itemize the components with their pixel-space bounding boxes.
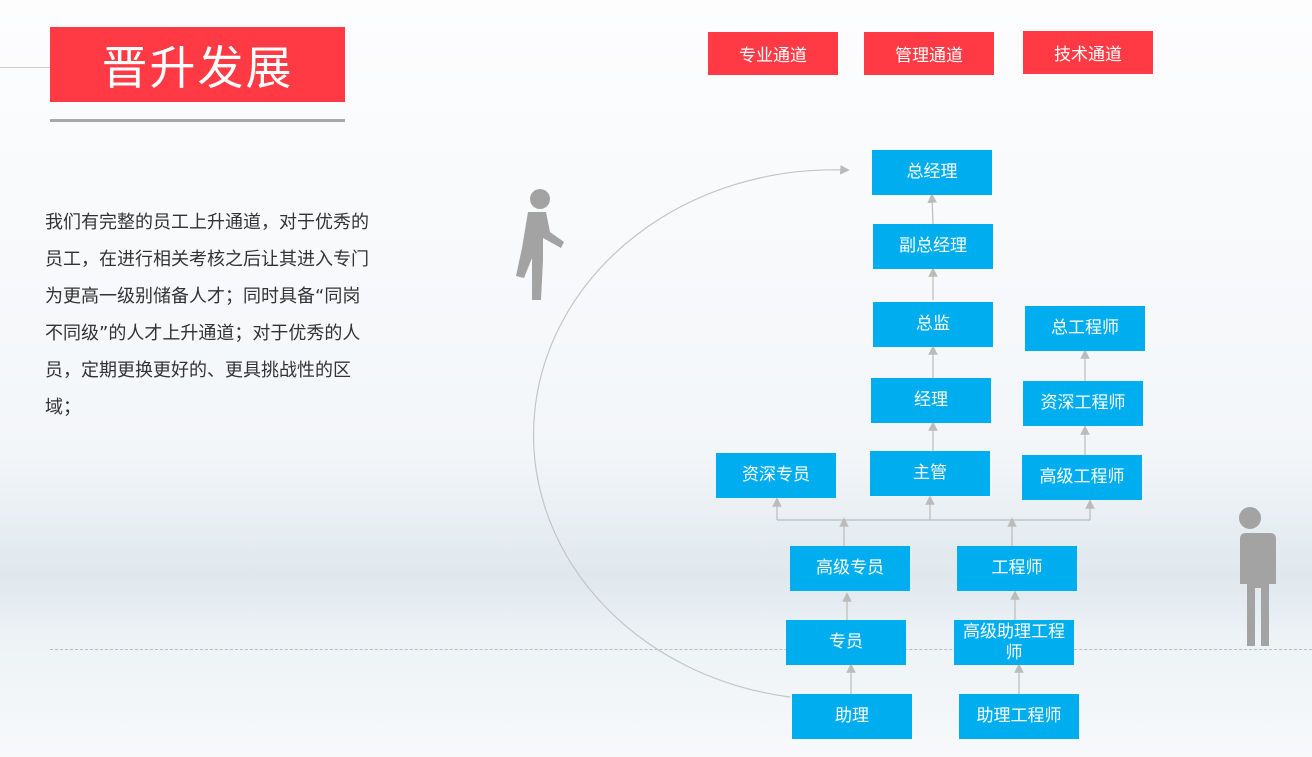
box-high-engineer: 高级工程师 [1022, 455, 1142, 500]
channel-management: 管理通道 [864, 32, 994, 75]
box-senior-engineer: 资深工程师 [1023, 381, 1143, 426]
box-high-assistant-engineer: 高级助理工程师 [954, 620, 1074, 665]
box-senior-specialist: 资深专员 [716, 453, 836, 498]
standing-person-icon [1230, 507, 1276, 646]
box-assistant-engineer: 助理工程师 [959, 694, 1079, 739]
box-engineer: 工程师 [957, 546, 1077, 591]
channel-professional: 专业通道 [708, 32, 838, 75]
box-director: 总监 [873, 302, 993, 347]
walking-person-icon [516, 189, 564, 300]
growth-arc [532, 165, 850, 698]
channel-technical: 技术通道 [1023, 31, 1153, 74]
box-high-specialist: 高级专员 [790, 546, 910, 591]
box-general-manager: 总经理 [872, 150, 992, 195]
box-assistant: 助理 [792, 694, 912, 739]
floor-dashed-line [50, 649, 1312, 650]
top-line [0, 67, 50, 68]
page-title: 晋升发展 [50, 27, 345, 102]
box-deputy-general-manager: 副总经理 [873, 224, 993, 269]
title-underline [50, 119, 345, 122]
box-chief-engineer: 总工程师 [1025, 306, 1145, 351]
description: 我们有完整的员工上升通道，对于优秀的员工，在进行相关考核之后让其进入专门为更高一… [45, 212, 369, 418]
box-specialist: 专员 [786, 620, 906, 665]
box-supervisor: 主管 [870, 451, 990, 496]
box-manager: 经理 [871, 378, 991, 423]
